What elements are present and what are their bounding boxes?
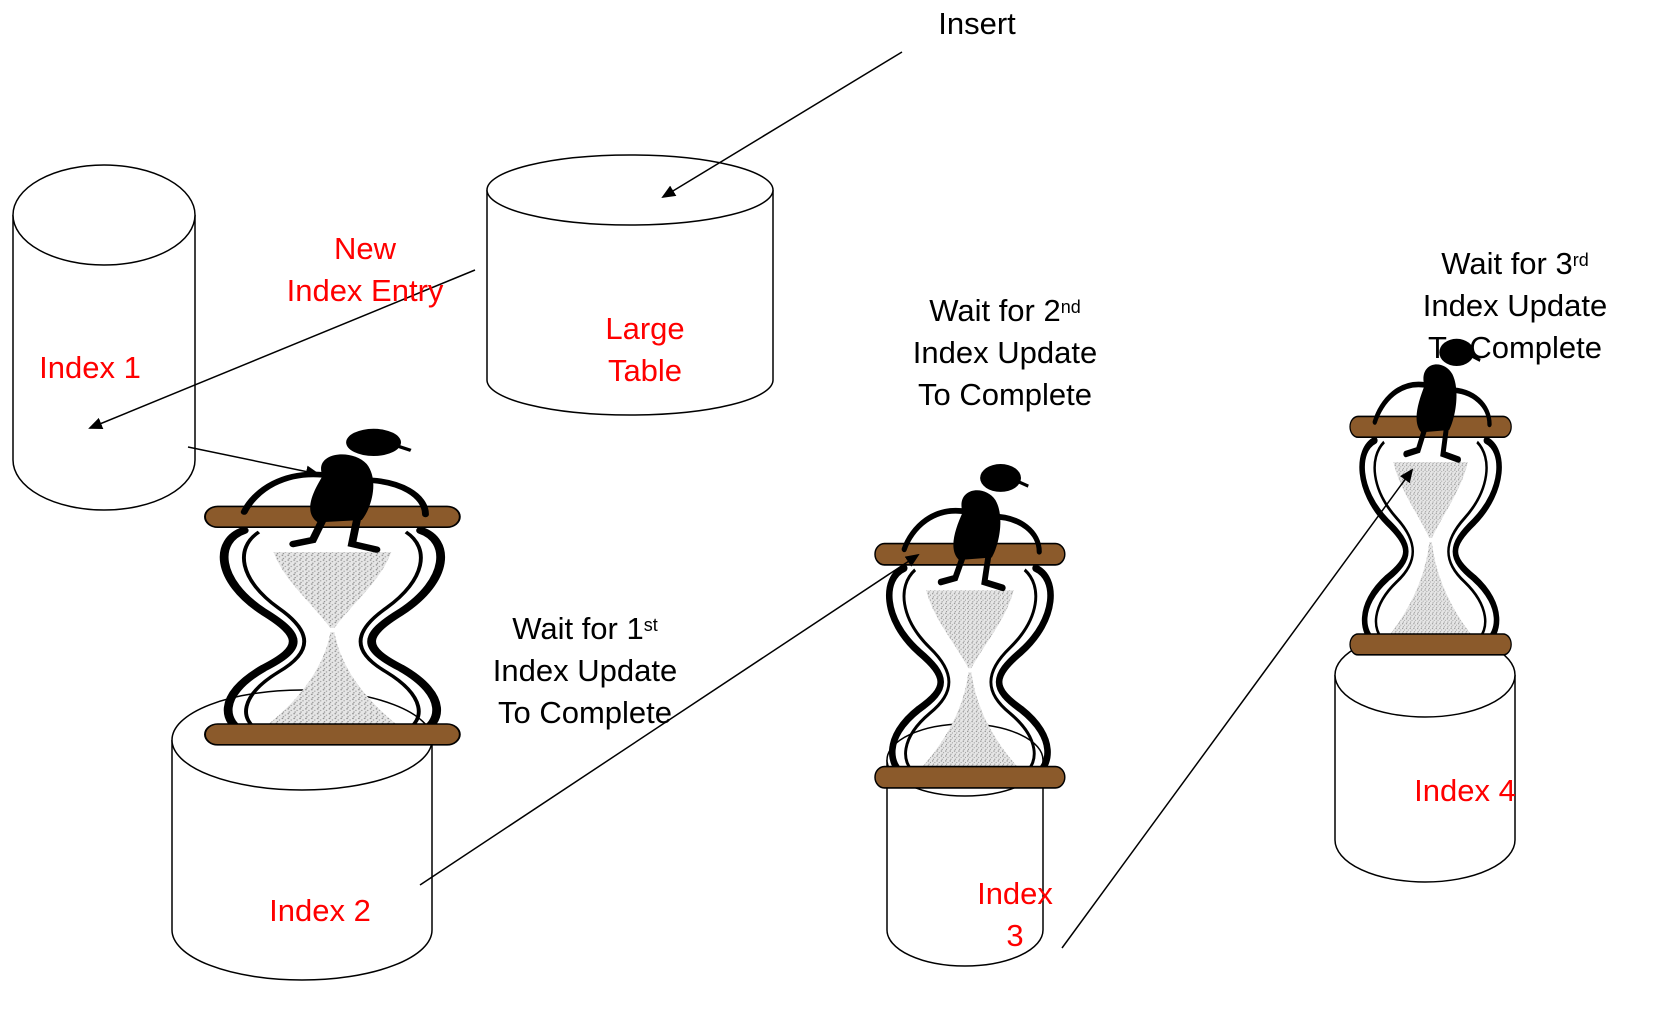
wait3-line3: To Complete [1427, 330, 1603, 365]
insert-text: Insert [938, 6, 1016, 41]
wait2-line3: To Complete [917, 377, 1093, 412]
index3-line1: Index [977, 876, 1053, 911]
wait1-suffix: st [643, 615, 658, 635]
index1-cylinder [12, 164, 196, 511]
large-table-line1: Large [605, 311, 685, 346]
index2-label: Index 2 [250, 890, 390, 932]
wait1-line1: Wait for 1st [470, 608, 700, 650]
wait1-label: Wait for 1st Index Update To Complete [470, 608, 700, 734]
large-table-label: Large Table [560, 308, 730, 392]
wait2-suffix: nd [1060, 297, 1081, 317]
index3-label: Index 3 [965, 873, 1065, 957]
index2-to-hourglass2-arrow [419, 553, 920, 886]
wait1-prefix: Wait for 1 [512, 611, 644, 646]
insert-label: Insert [912, 3, 1042, 45]
new-index-entry-line1: New [333, 231, 396, 266]
index4-cylinder [1334, 632, 1516, 883]
wait2-line1: Wait for 2nd [890, 290, 1120, 332]
wait3-prefix: Wait for 3 [1441, 246, 1573, 281]
wait3-line1: Wait for 3rd [1400, 243, 1630, 285]
index3-to-hourglass3-arrow [1061, 468, 1414, 949]
wait1-line3: To Complete [497, 695, 673, 730]
insert-arrow [661, 51, 903, 199]
wait3-line2: Index Update [1422, 288, 1608, 323]
hourglass-3-icon [1350, 339, 1511, 655]
new-index-entry-arrow [88, 269, 476, 429]
new-index-entry-label: New Index Entry [270, 228, 460, 312]
new-index-entry-line2: Index Entry [286, 273, 444, 308]
index4-text: Index 4 [1414, 773, 1516, 808]
wait1-line2: Index Update [492, 653, 678, 688]
wait2-prefix: Wait for 2 [929, 293, 1061, 328]
wait3-suffix: rd [1572, 250, 1589, 270]
index1-text: Index 1 [39, 350, 141, 385]
wait3-label: Wait for 3rd Index Update To Complete [1400, 243, 1630, 369]
large-table-line2: Table [607, 353, 683, 388]
index4-label: Index 4 [1400, 770, 1530, 812]
index2-text: Index 2 [269, 893, 371, 928]
wait2-line2: Index Update [912, 335, 1098, 370]
wait2-label: Wait for 2nd Index Update To Complete [890, 290, 1120, 416]
index1-to-hourglass1-arrow [187, 446, 320, 478]
index1-label: Index 1 [25, 347, 155, 389]
large-table-cylinder [486, 154, 774, 416]
index3-line2: 3 [1006, 918, 1024, 953]
